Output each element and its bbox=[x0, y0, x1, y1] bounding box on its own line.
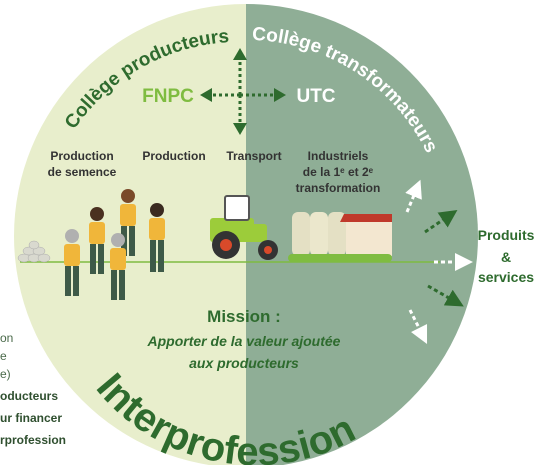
mission-line1: Apporter de la valeur ajoutée bbox=[147, 333, 341, 349]
arrow-cross-icon bbox=[200, 48, 286, 135]
output-label-line1: Produits bbox=[478, 227, 535, 243]
stage-seed-production-line1: Production bbox=[50, 149, 113, 163]
farmer-icon-4 bbox=[110, 233, 126, 300]
mission-line2: aux producteurs bbox=[189, 355, 299, 371]
left-fragment-1: on bbox=[0, 331, 14, 345]
farmer-icon-2 bbox=[89, 207, 105, 274]
farmer-icon-1 bbox=[64, 229, 80, 296]
output-label-line2: & bbox=[501, 249, 511, 265]
farmer-icon-5 bbox=[149, 203, 165, 272]
seed-pile-icon bbox=[17, 240, 51, 263]
left-fragment-2: e bbox=[0, 349, 7, 363]
silo-factory-icon bbox=[288, 212, 392, 262]
utc-label: UTC bbox=[296, 86, 335, 107]
stage-seed-production-line2: de semence bbox=[48, 165, 117, 179]
dashed-arrow-icon bbox=[424, 209, 458, 234]
stage-industriels-line1: Industriels bbox=[308, 149, 369, 163]
dashed-arrow-icon bbox=[408, 309, 428, 345]
output-arrows bbox=[405, 179, 473, 345]
stage-transport: Transport bbox=[226, 149, 281, 163]
output-label-line3: services bbox=[478, 269, 534, 285]
fnpc-label: FNPC bbox=[142, 86, 194, 107]
left-fragment-5: ur financer bbox=[0, 411, 63, 425]
dashed-arrow-icon bbox=[427, 284, 464, 307]
left-fragment-3: e) bbox=[0, 367, 11, 381]
stage-production: Production bbox=[142, 149, 205, 163]
stage-industriels-line2: de la 1ᵉ et 2ᵉ bbox=[303, 165, 374, 179]
dashed-arrow-icon bbox=[405, 179, 422, 213]
tractor-icon bbox=[210, 195, 278, 260]
left-fragment-4: oducteurs bbox=[0, 389, 59, 403]
left-fragment-6: rprofession bbox=[0, 433, 67, 447]
stage-industriels-line3: transformation bbox=[296, 181, 381, 195]
mission-title: Mission : bbox=[207, 307, 281, 326]
